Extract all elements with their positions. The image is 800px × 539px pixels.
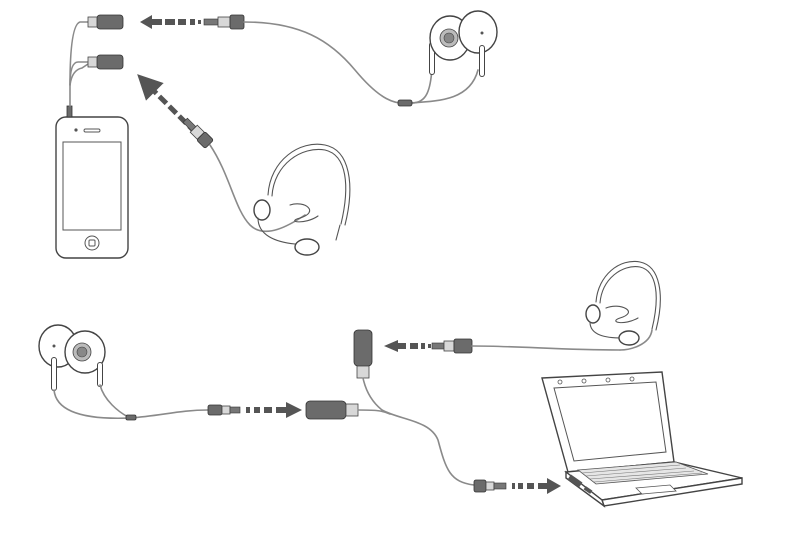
earbud-cable-branch <box>99 384 131 419</box>
audio-plug-icon <box>182 117 214 149</box>
audio-jack-icon <box>87 54 124 70</box>
audio-plug-icon <box>207 404 241 416</box>
laptop-icon <box>541 371 743 508</box>
audio-plug-icon <box>473 479 507 493</box>
audio-jack-icon <box>305 400 359 420</box>
arrow-left-icon <box>384 340 431 352</box>
audio-plug-icon <box>203 14 245 30</box>
audio-jack-icon <box>87 14 124 30</box>
earbud-cable <box>243 21 479 105</box>
cable-splitter-bead <box>397 99 413 107</box>
arrow-right-icon <box>246 402 302 418</box>
headset-cable <box>209 144 306 233</box>
smartphone-icon <box>55 105 129 259</box>
earbud-cable-branch <box>409 69 433 104</box>
phone-splitter-cable <box>69 21 91 107</box>
earbud-cable <box>53 389 209 420</box>
splitter-cable <box>362 377 475 486</box>
headset-icon <box>585 260 661 351</box>
arrow-left-icon <box>140 15 201 29</box>
cable-splitter-bead <box>125 414 137 421</box>
headset-icon <box>253 143 351 256</box>
headset-cable <box>471 345 621 351</box>
audio-jack-icon <box>353 329 373 379</box>
earbud-icon <box>458 10 498 77</box>
splitter-cable-branch <box>357 409 391 415</box>
audio-plug-icon <box>431 338 473 354</box>
arrow-right-icon <box>512 478 561 494</box>
earbud-icon <box>64 330 106 387</box>
